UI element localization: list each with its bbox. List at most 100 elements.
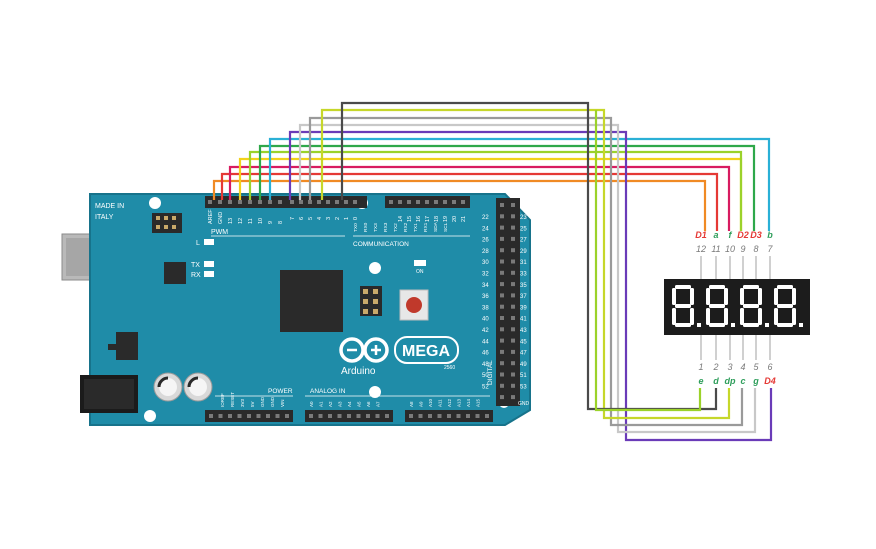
header-pin[interactable] <box>500 259 504 264</box>
header-pin[interactable] <box>290 200 294 204</box>
header-pin[interactable] <box>511 203 515 207</box>
header-pin[interactable] <box>238 200 242 204</box>
header-pin[interactable] <box>218 200 222 204</box>
header-pin[interactable] <box>511 236 515 241</box>
header-pin[interactable] <box>500 214 504 219</box>
header-pin[interactable] <box>500 225 504 230</box>
header-pin[interactable] <box>511 383 515 388</box>
header-pin[interactable] <box>485 414 489 418</box>
made-in-country: ITALY <box>95 214 114 221</box>
header-pin[interactable] <box>511 361 515 366</box>
header-pin[interactable] <box>209 414 213 418</box>
header-pin[interactable] <box>500 293 504 298</box>
header-pin[interactable] <box>500 270 504 275</box>
header-pin[interactable] <box>326 200 330 204</box>
header-pin[interactable] <box>475 414 480 418</box>
header-pin[interactable] <box>511 372 515 377</box>
header-pin[interactable] <box>308 200 312 204</box>
header-pin[interactable] <box>511 304 515 309</box>
comm-pin-label: SDA <box>433 221 439 232</box>
header-pin[interactable] <box>511 248 515 253</box>
header-pin[interactable] <box>443 200 447 204</box>
header-pin[interactable] <box>500 338 504 343</box>
header-pin[interactable] <box>318 414 323 418</box>
header-pin[interactable] <box>511 327 515 332</box>
header-pin[interactable] <box>278 200 282 204</box>
header-pin[interactable] <box>500 203 504 207</box>
header-pin[interactable] <box>353 200 357 204</box>
header-pin[interactable] <box>398 200 402 204</box>
header-pin[interactable] <box>500 316 504 320</box>
header-pin[interactable] <box>434 200 438 204</box>
digital-pin-label: 25 <box>520 226 527 232</box>
header-pin[interactable] <box>268 200 272 204</box>
header-pin[interactable] <box>299 200 303 204</box>
digital-pin-label: 49 <box>520 362 527 368</box>
power-pin-label: RESET <box>230 392 235 407</box>
header-pin[interactable] <box>511 225 515 230</box>
header-pin[interactable] <box>335 200 339 204</box>
header-pin[interactable] <box>511 214 515 219</box>
header-pin[interactable] <box>409 414 413 418</box>
header-pin[interactable] <box>385 414 389 418</box>
header-pin[interactable] <box>228 414 232 418</box>
header-pin[interactable] <box>356 414 361 418</box>
header-pin[interactable] <box>389 200 393 204</box>
header-pin[interactable] <box>500 395 504 400</box>
header-pin[interactable] <box>511 349 515 354</box>
header-pin[interactable] <box>237 414 242 418</box>
header-pin[interactable] <box>344 200 348 204</box>
header-pin[interactable] <box>275 414 280 418</box>
header-pin[interactable] <box>437 414 442 418</box>
header-pin[interactable] <box>266 414 270 418</box>
header-pin[interactable] <box>500 372 504 377</box>
header-pin[interactable] <box>452 200 456 204</box>
header-pin[interactable] <box>447 414 451 418</box>
header-pin[interactable] <box>500 327 504 332</box>
header-pin[interactable] <box>511 293 515 298</box>
header-pin[interactable] <box>375 414 380 418</box>
header-pin[interactable] <box>407 200 411 204</box>
header-pin[interactable] <box>228 200 232 204</box>
header-pin[interactable] <box>511 282 515 287</box>
header-pin[interactable] <box>309 414 313 418</box>
header-pin[interactable] <box>511 270 515 275</box>
header-pin[interactable] <box>347 414 351 418</box>
header-pin[interactable] <box>500 248 504 253</box>
header-pin[interactable] <box>258 200 262 204</box>
header-pin[interactable] <box>500 236 504 241</box>
header-pin[interactable] <box>366 414 370 418</box>
header-pin[interactable] <box>511 259 515 264</box>
header-pin[interactable] <box>500 282 504 287</box>
header-pin[interactable] <box>428 414 432 418</box>
header-pin[interactable] <box>256 414 261 418</box>
header-pin[interactable] <box>461 200 465 204</box>
pin-label: AREF <box>208 209 214 224</box>
header-pin[interactable] <box>511 338 515 343</box>
header-pin[interactable] <box>248 200 252 204</box>
header-pin[interactable] <box>500 361 504 366</box>
header-pin[interactable] <box>511 316 515 320</box>
header-pin[interactable] <box>218 414 223 418</box>
header-pin[interactable] <box>500 304 504 309</box>
header-pin[interactable] <box>337 414 342 418</box>
display-pin-function-label: g <box>752 376 759 386</box>
wire <box>308 116 744 427</box>
pin-label: 11 <box>248 218 254 224</box>
header-pin[interactable] <box>317 200 321 204</box>
header-pin[interactable] <box>247 414 251 418</box>
header-pin[interactable] <box>511 395 515 400</box>
header-pin[interactable] <box>418 414 423 418</box>
header-pin[interactable] <box>328 414 332 418</box>
display-pin-function-label: e <box>698 376 703 386</box>
header-pin[interactable] <box>466 414 470 418</box>
header-pin[interactable] <box>425 200 429 204</box>
header-pin[interactable] <box>500 383 504 388</box>
header-pin[interactable] <box>208 200 212 204</box>
header-pin[interactable] <box>285 414 289 418</box>
microcontroller <box>280 270 343 332</box>
header-pin[interactable] <box>416 200 420 204</box>
header-pin[interactable] <box>500 349 504 354</box>
header-pin[interactable] <box>456 414 461 418</box>
